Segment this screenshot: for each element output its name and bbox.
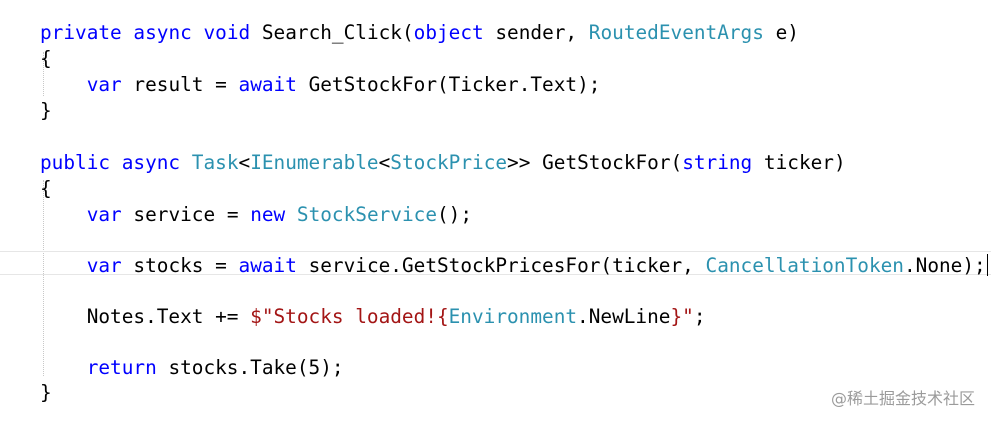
keyword: private (40, 21, 122, 44)
brace: { (40, 47, 52, 70)
string-literal: }" (670, 305, 694, 328)
keyword: object (413, 21, 484, 44)
identifier: ticker) (763, 151, 846, 174)
member-access: .None); (903, 254, 986, 277)
code-line-2[interactable]: { (40, 46, 52, 72)
type-name: Environment (448, 305, 578, 328)
identifier: sender, (495, 21, 578, 44)
code-line-4[interactable]: } (40, 98, 52, 124)
identifier: service = (133, 203, 239, 226)
current-line-highlight (0, 251, 991, 275)
type-name: CancellationToken (705, 254, 904, 277)
identifier: Notes.Text += (86, 305, 239, 328)
type-name: IEnumerable (250, 151, 379, 174)
keyword: public (40, 151, 111, 174)
identifier: e) (775, 21, 799, 44)
brace: } (40, 381, 52, 404)
code-line-15[interactable]: } (40, 380, 52, 406)
keyword: new (250, 203, 286, 226)
indent-guide (43, 180, 44, 376)
type-name: StockService (296, 203, 437, 226)
punctuation: ; (693, 305, 706, 328)
keyword: var (86, 203, 122, 226)
indent-guide (43, 52, 44, 96)
method-call: stocks.Take(5); (168, 356, 344, 379)
identifier: result = (133, 73, 227, 96)
code-line-3[interactable]: var result = await GetStockFor(Ticker.Te… (40, 72, 601, 98)
punctuation: >> (507, 151, 531, 174)
keyword: async (133, 21, 192, 44)
identifier: stocks = (133, 254, 227, 277)
keyword: async (121, 151, 181, 174)
keyword: var (86, 254, 122, 277)
method-name: GetStockFor( (542, 151, 683, 174)
code-line-8[interactable]: var service = new StockService(); (40, 202, 472, 228)
code-line-1[interactable]: private async void Search_Click(object s… (40, 20, 799, 46)
code-line-12[interactable]: Notes.Text += $"Stocks loaded!{Environme… (40, 304, 706, 330)
keyword: await (238, 73, 297, 96)
punctuation: (); (437, 203, 473, 226)
keyword: string (682, 151, 753, 174)
punctuation: < (238, 151, 251, 174)
code-line-6[interactable]: public async Task<IEnumerable<StockPrice… (40, 150, 846, 176)
string-literal: $"Stocks loaded!{ (250, 305, 449, 328)
text-cursor (986, 254, 988, 276)
type-name: Task (191, 151, 239, 174)
watermark: @稀土掘金技术社区 (830, 389, 975, 408)
method-name: Search_Click( (261, 21, 414, 44)
code-line-10[interactable]: var stocks = await service.GetStockPrice… (40, 253, 988, 279)
keyword: void (203, 21, 251, 44)
brace: { (40, 177, 52, 200)
punctuation: < (378, 151, 391, 174)
member-access: .NewLine (577, 305, 671, 328)
code-line-14[interactable]: return stocks.Take(5); (40, 355, 344, 381)
type-name: StockPrice (390, 151, 508, 174)
type-name: RoutedEventArgs (588, 21, 764, 44)
brace: } (40, 99, 52, 122)
code-line-7[interactable]: { (40, 176, 52, 202)
keyword: return (86, 356, 157, 379)
keyword: var (86, 73, 122, 96)
method-call: GetStockFor(Ticker.Text); (308, 73, 601, 96)
keyword: await (238, 254, 297, 277)
method-call: service.GetStockPricesFor(ticker, (308, 254, 694, 277)
